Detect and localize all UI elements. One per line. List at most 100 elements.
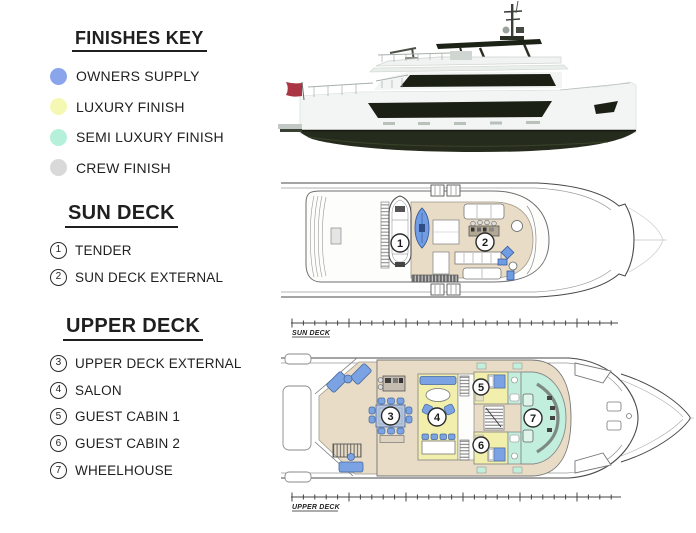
legend-label: OWNERS SUPPLY <box>76 68 200 85</box>
stairs-to-sun-deck <box>332 443 362 458</box>
plan-badge-4: 4 <box>427 407 447 427</box>
item-number-6: 6 <box>50 435 67 453</box>
list-item-salon: 4 SALON <box>44 377 284 404</box>
wheelhouse-room <box>520 371 567 465</box>
ensign-flag <box>286 81 305 101</box>
sun-pad-aft <box>462 267 502 280</box>
yacht-profile-rendering <box>278 0 696 172</box>
svg-text:7: 7 <box>530 413 536 425</box>
swim-platform <box>278 124 302 132</box>
item-number-3: 3 <box>50 354 67 372</box>
sun-pad-fwd <box>463 203 505 220</box>
luxury-finish-swatch <box>50 98 67 116</box>
stern-stair-arcs <box>309 195 327 278</box>
side-table <box>508 261 518 271</box>
sun-deck-title: SUN DECK <box>65 202 178 228</box>
mast <box>500 0 524 40</box>
semi-luxury-finish-swatch <box>50 128 67 146</box>
item-label: SUN DECK EXTERNAL <box>75 269 224 285</box>
item-number-5: 5 <box>50 408 67 426</box>
item-label: TENDER <box>75 242 132 258</box>
svg-text:5: 5 <box>478 382 484 394</box>
owners-supply-swatch <box>50 67 67 85</box>
item-label: GUEST CABIN 1 <box>75 409 181 425</box>
legend-label: LUXURY FINISH <box>76 98 185 115</box>
plan-badge-7: 7 <box>523 408 543 428</box>
item-label: WHEELHOUSE <box>75 463 174 479</box>
finishes-key-title: FINISHES KEY <box>72 28 207 52</box>
item-number-2: 2 <box>50 268 67 286</box>
legend-item-owners-supply: OWNERS SUPPLY <box>44 61 274 92</box>
sun-deck-band <box>375 51 562 67</box>
crew-ladder <box>380 201 390 269</box>
item-number-1: 1 <box>50 241 67 259</box>
legend-item-luxury-finish: LUXURY FINISH <box>44 92 274 123</box>
blue-stool <box>497 258 508 266</box>
helm-seat-2 <box>522 429 534 443</box>
svg-text:2: 2 <box>482 237 488 249</box>
windshield-arc <box>526 205 537 275</box>
legend-label: CREW FINISH <box>76 159 171 176</box>
svg-text:3: 3 <box>387 411 393 423</box>
svg-text:1: 1 <box>397 238 403 250</box>
aft-seat <box>330 227 342 245</box>
upper-deck-structure <box>369 64 569 90</box>
round-table <box>511 220 523 232</box>
helm-console <box>536 382 560 454</box>
upper-deck-section: UPPER DECK 3 UPPER DECK EXTERNAL 4 SALON… <box>44 315 284 484</box>
foredeck-hatches <box>574 362 612 474</box>
legend-label: SEMI LUXURY FINISH <box>76 129 224 146</box>
salon-dining-table <box>421 440 456 455</box>
finishes-key-section: FINISHES KEY OWNERS SUPPLY LUXURY FINISH… <box>44 28 274 183</box>
plan-badge-6: 6 <box>472 436 490 454</box>
upper-deck-items: 3 UPPER DECK EXTERNAL 4 SALON 5 GUEST CA… <box>44 350 284 484</box>
stern-railing <box>307 82 374 97</box>
plan-badge-2: 2 <box>475 232 495 252</box>
tender-boat <box>388 195 412 267</box>
anchor-gear <box>606 401 632 431</box>
lower-deck-bow-line <box>628 207 664 273</box>
blue-seat <box>506 270 515 281</box>
deck-hatches-bottom <box>430 283 461 296</box>
jet-tender <box>414 207 430 249</box>
plan-badge-1: 1 <box>390 233 410 253</box>
bow-point <box>620 373 691 463</box>
sun-deck-plan: 1 2 SUN DECK <box>281 176 671 346</box>
aft-bench <box>379 435 405 443</box>
legend-item-semi-luxury-finish: SEMI LUXURY FINISH <box>44 122 274 153</box>
aft-bar <box>377 375 406 392</box>
list-item-guest-cabin-2: 6 GUEST CABIN 2 <box>44 430 284 457</box>
salon-sofa <box>419 376 457 385</box>
item-label: UPPER DECK EXTERNAL <box>75 355 242 371</box>
item-number-4: 4 <box>50 381 67 399</box>
crew-finish-swatch <box>50 159 67 177</box>
legend-item-crew-finish: CREW FINISH <box>44 153 274 184</box>
cabinet-aft <box>432 251 450 275</box>
plan-badge-3: 3 <box>380 406 401 426</box>
list-item-wheelhouse: 7 WHEELHOUSE <box>44 457 284 484</box>
item-label: GUEST CABIN 2 <box>75 436 181 452</box>
upper-deck-plan: 3 4 5 6 7 UPPER DECK <box>281 350 696 522</box>
stairs-down <box>411 274 459 283</box>
list-item-guest-cabin-1: 5 GUEST CABIN 1 <box>44 404 284 431</box>
hull <box>299 81 637 152</box>
sun-loungers <box>326 363 372 393</box>
aft-sofa <box>338 453 364 473</box>
side-deck-lockers <box>476 362 523 474</box>
blue-cushion-diamond <box>500 245 515 260</box>
corridor <box>457 373 475 461</box>
svg-text:4: 4 <box>434 412 441 424</box>
finishes-legend: OWNERS SUPPLY LUXURY FINISH SEMI LUXURY … <box>44 61 274 183</box>
salon-table <box>425 388 451 402</box>
cabin-bathrooms <box>507 371 522 465</box>
stern-platforms <box>282 353 312 483</box>
bench-seating <box>454 251 502 265</box>
bow-inner-lines <box>620 379 684 457</box>
deck-hatches-top <box>430 184 461 197</box>
list-item-upper-deck-external: 3 UPPER DECK EXTERNAL <box>44 350 284 377</box>
item-label: SALON <box>75 382 122 398</box>
list-item-tender: 1 TENDER <box>44 237 274 264</box>
central-staircase <box>483 405 505 431</box>
svg-text:6: 6 <box>478 440 484 452</box>
